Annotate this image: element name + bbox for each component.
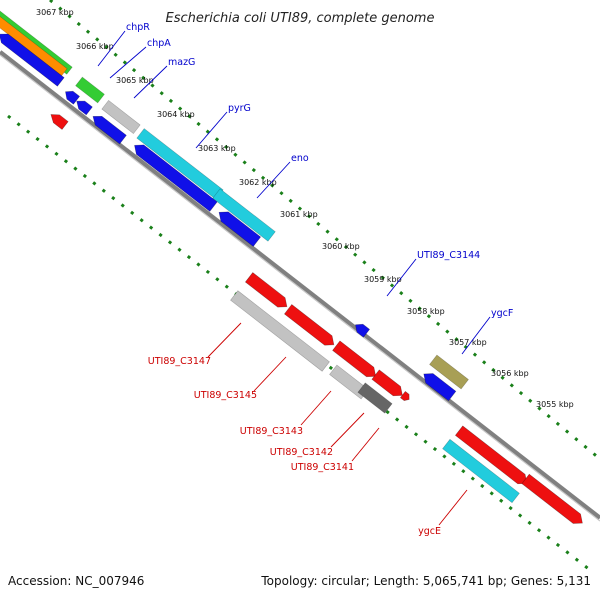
kbp-tick-label: 3055 kbp (536, 400, 574, 409)
reverse-cds-arrow (399, 390, 410, 401)
reverse-cds-arrow (332, 340, 377, 378)
gene-label-forward: mazG (168, 57, 195, 68)
gene-label-reverse: UTI89_C3143 (240, 426, 303, 437)
label-leader-line (256, 161, 291, 199)
label-leaders (97, 30, 491, 526)
gene-label-forward: pyrG (228, 103, 251, 114)
label-leader-line (300, 390, 332, 426)
label-leader-line (461, 316, 491, 355)
forward-cds-arrow (218, 211, 262, 247)
label-leader-line (195, 111, 228, 149)
forward-cds-arrow (0, 33, 65, 87)
backbone-line (0, 50, 600, 520)
gene-label-reverse: UTI89_C3145 (194, 390, 257, 401)
forward-cds-arrow (65, 90, 81, 105)
label-leader-line (386, 258, 417, 297)
kbp-tick-label: 3066 kbp (76, 42, 114, 51)
cog-bar-cyan-2 (212, 188, 276, 242)
cog-bar-grey (101, 99, 141, 135)
reverse-cds-arrow (371, 369, 403, 397)
topology-summary: Topology: circular; Length: 5,065,741 bp… (261, 574, 591, 588)
kbp-tick-label: 3059 kbp (364, 275, 402, 284)
kbp-tick-label: 3063 kbp (198, 144, 236, 153)
kbp-tick-label: 3061 kbp (280, 210, 318, 219)
cog-bar-grey-long (230, 290, 330, 372)
label-leader-line (253, 356, 287, 392)
gene-label-forward: ygcF (491, 308, 513, 319)
kbp-tick-label: 3058 kbp (407, 307, 445, 316)
accession-text: Accession: NC_007946 (8, 574, 145, 588)
feature-bars (0, 5, 520, 504)
gene-label-forward: chpA (147, 38, 171, 49)
label-leader-line (133, 65, 168, 99)
rna-bar-green-short (75, 76, 105, 104)
gene-label-reverse: UTI89_C3141 (291, 462, 354, 473)
reverse-cds-arrow (50, 114, 69, 130)
forward-cds-arrow (423, 373, 457, 402)
reverse-cds-arrow (283, 304, 335, 346)
kbp-tick-label: 3060 kbp (322, 242, 360, 251)
label-leader-line (97, 30, 126, 67)
gene-label-forward: eno (291, 153, 309, 164)
cds-arrows (0, 33, 583, 524)
gene-label-reverse: UTI89_C3147 (148, 356, 211, 367)
backbone-highlight (0, 54, 600, 522)
reverse-cds-arrow (521, 473, 583, 524)
label-leader-line (351, 427, 380, 462)
forward-cds-arrow (134, 144, 218, 212)
kbp-tick-label: 3057 kbp (449, 338, 487, 347)
cog-bar-olive (429, 354, 469, 390)
kbp-tick-label: 3056 kbp (491, 369, 529, 378)
cog-bar-cyan-3 (442, 438, 520, 504)
map-title: Escherichia coli UTI89, complete genome (166, 11, 435, 26)
label-leader-line (330, 412, 365, 448)
reverse-cds-arrow (244, 272, 288, 308)
gene-label-reverse: ygcE (418, 526, 441, 537)
gene-label-forward: chpR (126, 22, 150, 33)
cog-bar-dark (357, 382, 393, 414)
gc-dot-tracks (7, 0, 600, 572)
forward-cds-arrow (76, 100, 93, 116)
gene-label-forward: UTI89_C3144 (417, 250, 480, 261)
label-leader-line (438, 489, 468, 526)
forward-cds-arrow (355, 323, 371, 338)
kbp-tick-label: 3065 kbp (116, 76, 154, 85)
kbp-ticks: 3067 kbp 3066 kbp 3065 kbp 3064 kbp 3063 kbp… (36, 8, 574, 409)
label-leader-line (109, 46, 147, 79)
gc-dotted-track (49, 0, 600, 461)
kbp-tick-label: 3064 kbp (157, 110, 195, 119)
kbp-tick-label: 3067 kbp (36, 8, 74, 17)
label-leader-line (207, 322, 242, 358)
forward-cds-arrow (92, 115, 127, 145)
gene-label-reverse: UTI89_C3142 (270, 447, 333, 458)
kbp-tick-label: 3062 kbp (239, 178, 277, 187)
